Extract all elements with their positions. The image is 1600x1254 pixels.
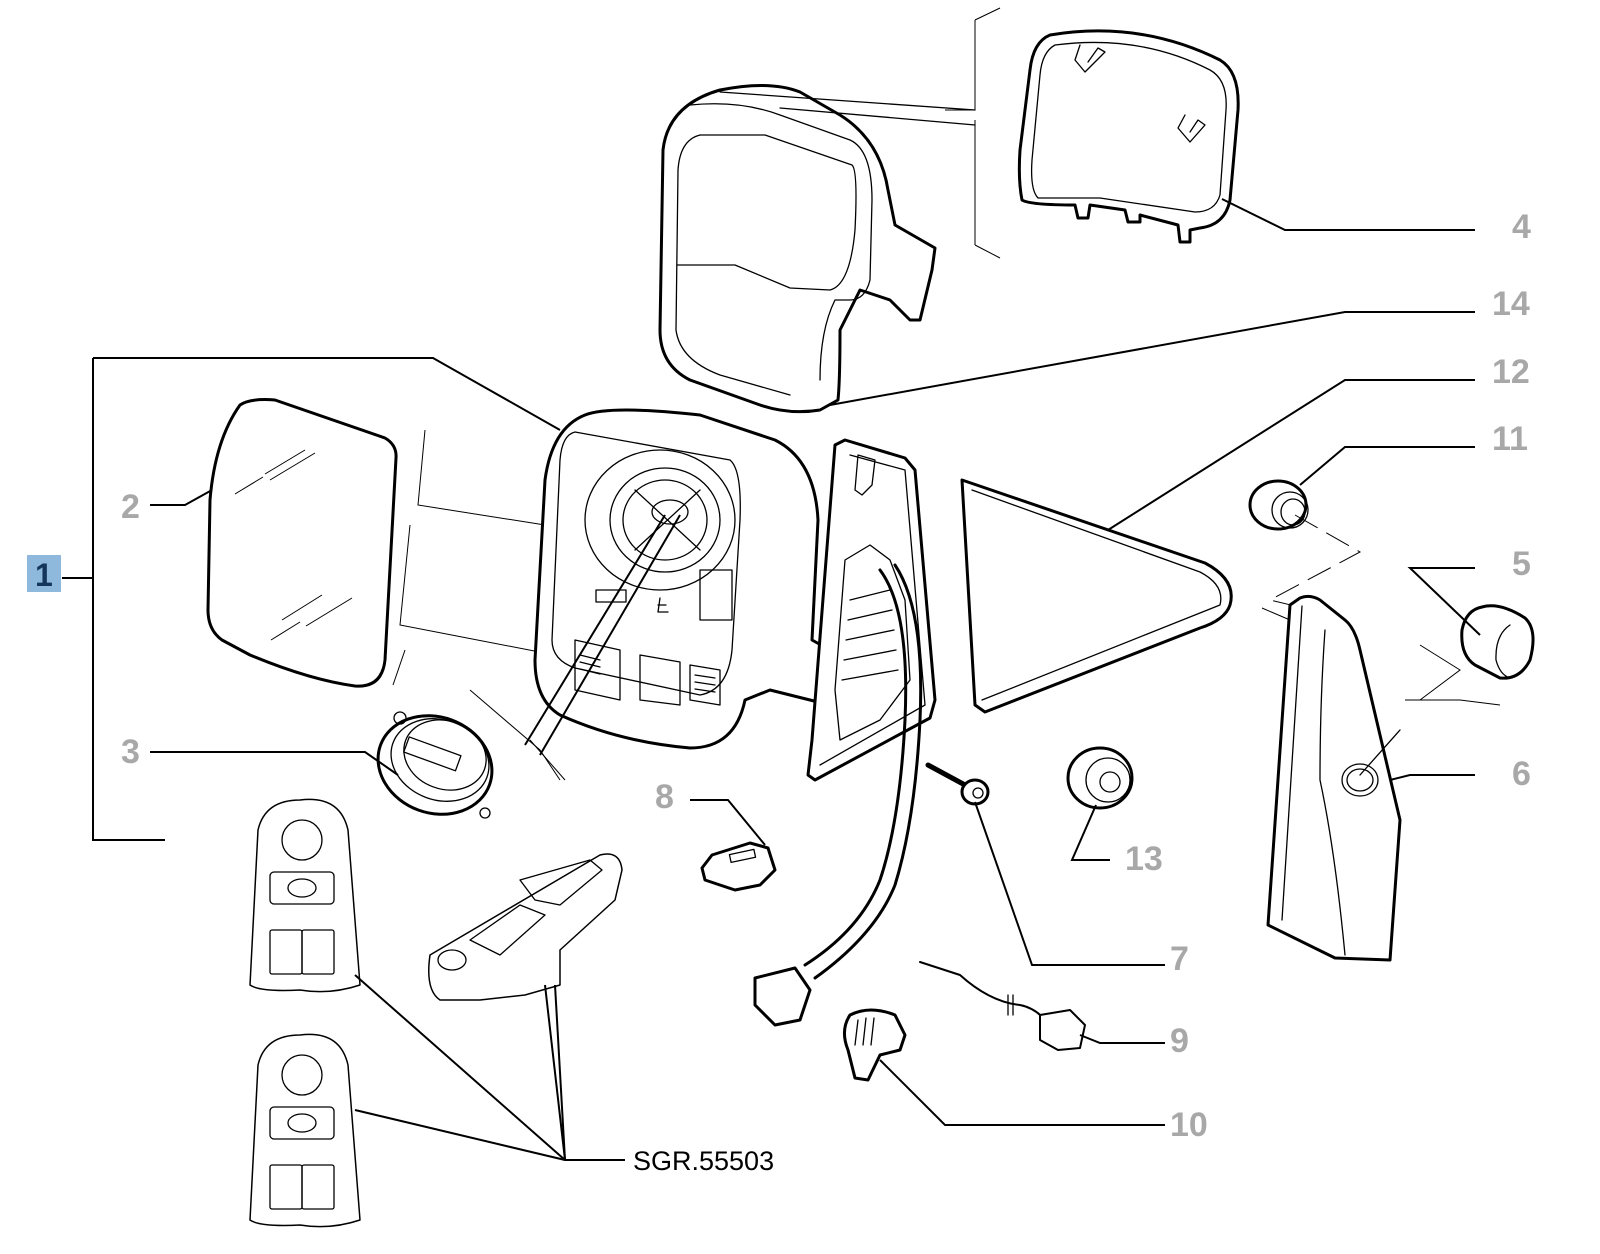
part-10-clip[interactable] xyxy=(843,1008,907,1082)
part-8-connector[interactable] xyxy=(700,841,777,892)
callout-9[interactable]: 9 xyxy=(1170,1022,1189,1060)
cable-harness[interactable] xyxy=(803,563,923,980)
switch-panel-3[interactable] xyxy=(428,853,623,1001)
part-7-screw[interactable] xyxy=(925,762,990,806)
callout-8[interactable]: 8 xyxy=(655,778,674,816)
callout-14[interactable]: 14 xyxy=(1492,285,1530,323)
callout-5[interactable]: 5 xyxy=(1512,545,1531,583)
part-9-lead[interactable] xyxy=(919,961,1086,1051)
callout-7[interactable]: 7 xyxy=(1170,940,1189,978)
callout-2[interactable]: 2 xyxy=(121,488,140,526)
assembly-bracket xyxy=(62,357,561,841)
callout-13[interactable]: 13 xyxy=(1125,840,1163,878)
part-12-triangular-glass[interactable] xyxy=(960,478,1233,714)
callout-3[interactable]: 3 xyxy=(121,733,140,771)
callout-6[interactable]: 6 xyxy=(1512,755,1531,793)
part-5-cap[interactable] xyxy=(1460,604,1535,680)
callout-labels: 1 2 3 4 5 6 7 8 9 10 11 12 13 14 SGR.555… xyxy=(27,208,1531,1176)
callout-12[interactable]: 12 xyxy=(1492,353,1530,391)
callout-10[interactable]: 10 xyxy=(1170,1106,1208,1144)
mirror-body[interactable] xyxy=(533,408,858,750)
switch-panel-1[interactable] xyxy=(249,798,361,993)
part-13-grommet[interactable] xyxy=(1066,746,1134,810)
cable-connector[interactable] xyxy=(753,966,812,1027)
callout-4[interactable]: 4 xyxy=(1512,208,1531,246)
switch-panel-2[interactable] xyxy=(249,1033,361,1228)
callout-11[interactable]: 11 xyxy=(1492,420,1528,458)
part-6-base-trim[interactable] xyxy=(1266,594,1402,962)
leader-lines xyxy=(150,198,1481,1161)
part-2-mirror-glass[interactable] xyxy=(206,398,398,688)
assembly-badge[interactable] xyxy=(27,555,61,592)
part-4-cover-cap[interactable] xyxy=(1017,29,1240,244)
part-3-motor[interactable] xyxy=(364,700,506,830)
mirror-arm-frame[interactable] xyxy=(806,438,937,782)
part-11-grommet[interactable] xyxy=(1248,479,1309,531)
part-14-housing-cover[interactable] xyxy=(658,84,976,414)
reference-code: SGR.55503 xyxy=(633,1146,774,1176)
callout-1[interactable]: 1 xyxy=(35,557,53,593)
